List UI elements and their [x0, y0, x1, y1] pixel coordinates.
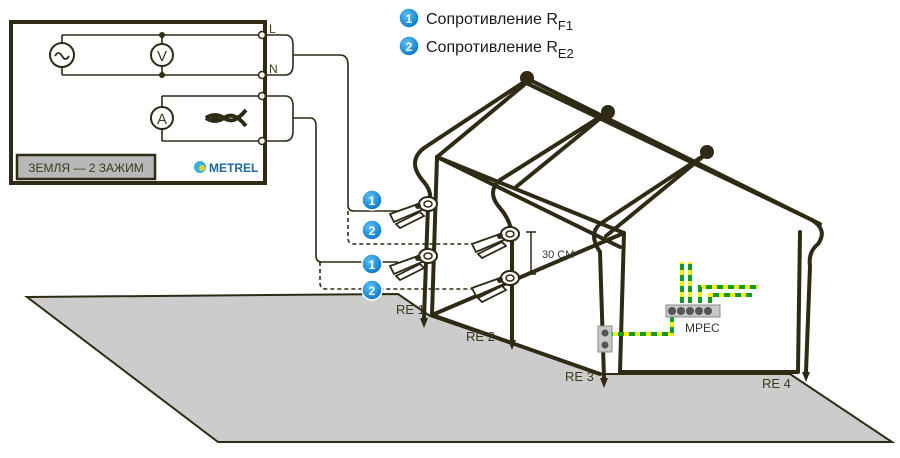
badge-1a: 1	[361, 189, 383, 211]
ground-plane	[24, 292, 896, 443]
terminal-N	[257, 70, 267, 80]
svg-text:2: 2	[406, 40, 413, 54]
building	[413, 71, 824, 388]
electrode-label-re1: RE 1	[396, 302, 425, 317]
badge-2b: 2	[361, 279, 383, 301]
ammeter-icon	[150, 106, 174, 130]
legend-item-1: 1 Сопротивление RF1	[398, 7, 573, 33]
voltmeter-icon	[150, 43, 174, 67]
svg-text:1: 1	[369, 194, 376, 208]
mpec-busbar: MPEC	[665, 304, 721, 335]
legend: 1 Сопротивление RF1 2 Сопротивление RE2	[398, 7, 574, 61]
terminal-L-label: L	[269, 22, 276, 36]
pe-conductors	[607, 262, 758, 336]
svg-text:2: 2	[369, 284, 376, 298]
svg-text:2: 2	[369, 224, 376, 238]
clamp-symbol-icon	[204, 108, 248, 128]
voltmeter-symbol: V	[157, 48, 167, 65]
mode-label-box	[15, 153, 157, 181]
electrode-label-re4: RE 4	[762, 376, 791, 391]
ammeter-symbol: A	[157, 111, 167, 128]
mpec-label: MPEC	[685, 321, 720, 335]
svg-text:1: 1	[406, 12, 413, 26]
test-joint-box	[597, 325, 613, 353]
svg-text:Сопротивление RE2: Сопротивление RE2	[426, 39, 574, 61]
electrode-label-re3: RE 3	[565, 369, 594, 384]
legend-item-2: 2 Сопротивление RE2	[398, 35, 574, 61]
terminal-3	[257, 91, 267, 101]
electrode-label-re2: RE 2	[466, 329, 495, 344]
metrel-logo-text: METREL	[209, 161, 258, 175]
badge-2a: 2	[361, 219, 383, 241]
mode-label: ЗЕМЛЯ — 2 ЗАЖИМ	[28, 161, 143, 175]
terminal-L	[257, 30, 267, 40]
badge-1b: 1	[361, 253, 383, 275]
current-clamp-1	[389, 196, 438, 229]
dimension-marker: 30 CM	[526, 231, 574, 275]
dimension-label: 30 CM	[542, 249, 574, 261]
terminal-4	[257, 136, 267, 146]
terminal-N-label: N	[269, 62, 278, 76]
current-clamp-3	[389, 248, 438, 281]
instrument-panel: V A L N ЗЕМЛЯ — 2 ЗАЖИМ METREL	[9, 20, 278, 185]
svg-text:1: 1	[369, 258, 376, 272]
svg-text:Сопротивление RF1: Сопротивление RF1	[426, 11, 573, 33]
